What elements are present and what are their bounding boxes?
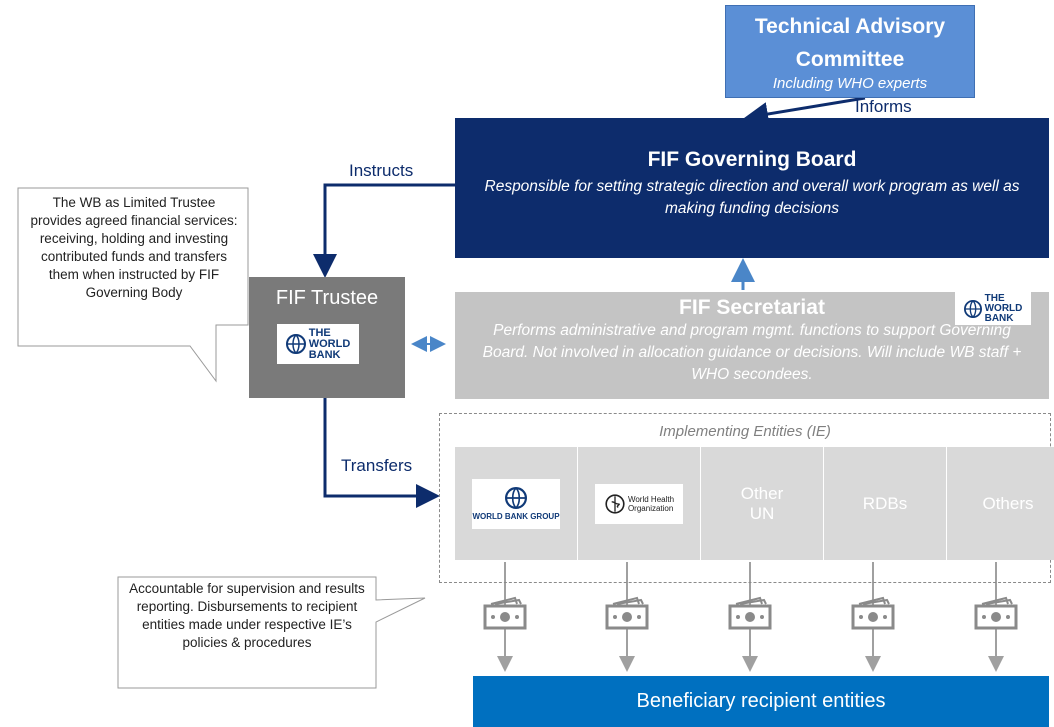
wb-logo-text: THE <box>984 292 1005 304</box>
ie-who: World Health Organization <box>578 447 700 560</box>
wb-logo-text: BANK <box>984 312 1014 324</box>
tac-subtitle: Including WHO experts <box>772 75 928 92</box>
cash-icon <box>851 596 895 630</box>
instructs-label: Instructs <box>349 161 414 180</box>
trustee-title: FIF Trustee <box>275 287 379 309</box>
ie-other-un: Other UN <box>701 447 823 560</box>
secretariat-description: Performs administrative and program mgmt… <box>482 322 1022 383</box>
ie-others: Others <box>947 447 1054 560</box>
transfers-label: Transfers <box>341 456 413 475</box>
trustee-callout-shape <box>17 187 249 383</box>
rdbs-label: RDBs <box>862 493 908 513</box>
wb-logo-text: BANK <box>308 348 341 361</box>
wb-logo-text: THE <box>308 326 331 339</box>
ie-world-bank-group: WORLD BANK GROUP <box>455 447 577 560</box>
cash-icon <box>483 596 527 630</box>
other-un-label: Other <box>740 483 784 503</box>
wb-logo-text: WORLD <box>308 337 351 350</box>
who-logo: World Health Organization <box>595 483 683 524</box>
informs-arrow <box>744 96 866 126</box>
beneficiary-recipient-entities: Beneficiary recipient entities <box>473 676 1049 727</box>
fif-secretariat: FIF Secretariat Performs administrative … <box>455 292 1049 399</box>
informs-label: Informs <box>855 97 912 116</box>
cash-icon <box>728 596 772 630</box>
ie-callout: Accountable for supervision and results … <box>129 581 365 650</box>
cash-icon <box>974 596 1018 630</box>
trustee-callout: The WB as Limited Trustee provides agree… <box>30 195 238 300</box>
globe-icon <box>963 299 982 318</box>
board-title: FIF Governing Board <box>647 148 857 171</box>
governing-board: FIF Governing Board Responsible for sett… <box>455 118 1049 258</box>
globe-icon <box>505 486 527 509</box>
instructs-arrow <box>313 183 455 278</box>
other-un-label: UN <box>749 503 775 523</box>
tac-title-line2: Committee <box>795 48 905 71</box>
wb-logo-text: WORLD <box>984 302 1023 314</box>
globe-icon <box>285 334 306 354</box>
transfers-arrow <box>323 398 440 508</box>
beneficiary-label: Beneficiary recipient entities <box>636 690 886 712</box>
ie-callout-shape <box>117 576 426 689</box>
secretariat-title: FIF Secretariat <box>679 296 825 319</box>
technical-advisory-committee: Technical Advisory Committee Including W… <box>725 5 975 98</box>
wbg-logo-text: WORLD BANK GROUP <box>472 511 560 521</box>
ie-rdbs: RDBs <box>824 447 946 560</box>
board-description: Responsible for setting strategic direct… <box>484 178 1020 217</box>
who-logo-text: Organization <box>627 503 674 513</box>
tac-title-line1: Technical Advisory <box>754 15 946 38</box>
who-emblem-icon <box>605 493 625 514</box>
cash-icon <box>605 596 649 630</box>
wbg-logo: WORLD BANK GROUP <box>472 478 560 529</box>
ie-title: Implementing Entities (IE) <box>659 423 831 440</box>
others-label: Others <box>982 493 1034 513</box>
who-logo-text: World Health <box>627 494 675 504</box>
